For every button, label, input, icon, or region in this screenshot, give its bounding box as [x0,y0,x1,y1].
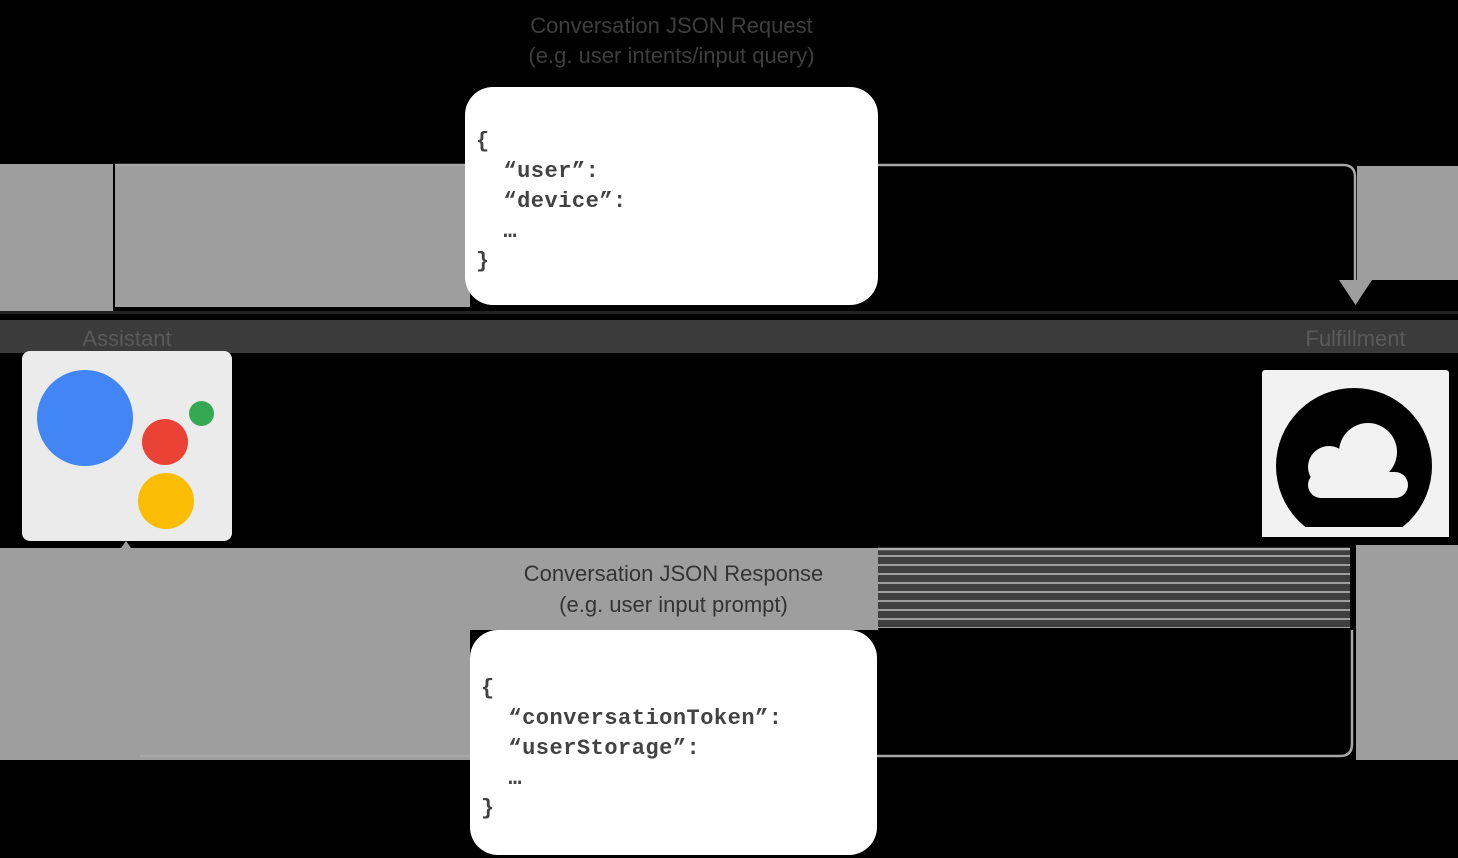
code-line: “userStorage”: [481,736,701,761]
code-line: } [481,796,495,821]
response-arrow-band-striped [878,548,1350,628]
cloud-icon [1262,388,1449,547]
assistant-red-dot [142,419,188,465]
code-line: { [476,129,490,154]
request-arrow-line [115,163,1357,280]
response-title: Conversation JSON Response [523,561,824,586]
response-subtitle: (e.g. user input prompt) [559,592,788,617]
response-arrow-band-left [0,548,470,760]
request-arrow-band-left [0,164,113,312]
assistant-yellow-dot [138,473,194,529]
code-line: “user”: [476,159,600,184]
label-band-top-edge [0,311,1458,314]
code-line: … [476,219,518,244]
response-arrowhead-up-icon [111,541,141,562]
code-line: … [481,766,523,791]
fulfillment-label: Fulfillment [1305,326,1406,351]
request-arrowhead-down-icon [1339,280,1372,305]
fulfillment-tile [1262,370,1449,547]
request-arrow-band-right [1357,166,1458,280]
response-flow-label: Conversation JSON Response (e.g. user in… [470,558,877,620]
assistant-blue-dot [37,370,133,466]
response-arrow-band-mid [467,548,878,630]
code-line: “conversationToken”: [481,706,783,731]
code-line: { [481,676,495,701]
request-json-box: { “user”: “device”: … } [465,87,878,305]
response-json-box: { “conversationToken”: “userStorage”: … … [470,630,877,855]
assistant-tile [22,351,232,541]
actor-label-band [0,320,1458,353]
code-line: } [476,249,490,274]
request-subtitle: (e.g. user intents/input query) [528,43,815,68]
response-arrow-band-right [1356,545,1458,760]
assistant-label: Assistant [82,326,172,351]
request-flow-label: Conversation JSON Request (e.g. user int… [465,11,878,71]
code-line: “device”: [476,189,627,214]
assistant-green-dot [189,401,214,426]
request-arrow-band-shaft [115,164,470,307]
response-arrow-line [140,630,1354,758]
request-title: Conversation JSON Request [530,13,813,38]
